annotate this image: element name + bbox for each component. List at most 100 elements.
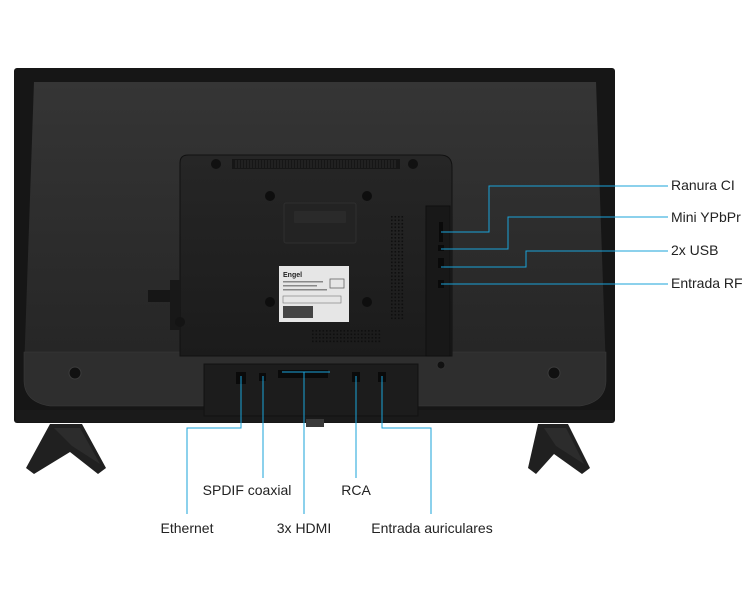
- vent-screw-left: [211, 159, 221, 169]
- sticker-text-line: [283, 289, 327, 291]
- vent-dot: [394, 223, 397, 225]
- label-3x-hdmi: 3x HDMI: [276, 520, 332, 536]
- vent-dot: [391, 314, 393, 316]
- vent-dot: [398, 265, 400, 267]
- callout-line-auriculares: [381, 376, 432, 514]
- top-vent-grille: [232, 159, 400, 169]
- left-bracket-screw: [175, 317, 185, 327]
- vent-dot: [361, 330, 363, 332]
- vent-dot: [398, 303, 400, 306]
- vent-dot: [371, 330, 374, 332]
- vent-dot: [391, 244, 393, 246]
- vent-dot: [394, 279, 397, 281]
- label-entrada-auriculares: Entrada auriculares: [371, 520, 493, 536]
- label-spdif-coaxial: SPDIF coaxial: [202, 482, 292, 498]
- vent-dot: [398, 258, 400, 260]
- vent-dot: [398, 289, 400, 292]
- vent-dot: [391, 258, 393, 260]
- vent-dot: [350, 330, 353, 332]
- vent-dot: [391, 254, 393, 257]
- label-ranura-ci: Ranura CI: [671, 177, 735, 193]
- vent-dot: [398, 293, 400, 295]
- vent-dot: [371, 337, 374, 339]
- vent-dot: [364, 337, 367, 339]
- vent-dot: [375, 337, 377, 339]
- vent-dot: [333, 330, 335, 332]
- vent-dot: [391, 261, 393, 264]
- vent-dot: [364, 333, 367, 336]
- sticker-brand: Engel: [283, 272, 302, 279]
- left-stand: [26, 424, 106, 474]
- vent-dot: [398, 268, 400, 271]
- vent-dot: [401, 247, 404, 250]
- callout-line-ranura-ci: [441, 185, 668, 233]
- vent-dot: [398, 237, 400, 239]
- vesa-screw: [362, 191, 372, 201]
- vesa-screw: [265, 191, 275, 201]
- vent-dot: [394, 265, 397, 267]
- vent-dot: [319, 330, 321, 332]
- vent-dot: [398, 233, 400, 236]
- vent-dot: [315, 337, 318, 339]
- vent-dot: [319, 337, 321, 339]
- vent-dot: [391, 296, 393, 299]
- vent-dot: [364, 340, 367, 343]
- vent-dot: [394, 268, 397, 271]
- vent-dot: [391, 310, 393, 313]
- vent-dot: [398, 219, 400, 222]
- vent-dot: [398, 282, 400, 285]
- sticker-barcode: [283, 306, 313, 318]
- vent-dot: [401, 272, 404, 274]
- vent-dot: [391, 282, 393, 285]
- vent-dot: [391, 216, 393, 218]
- vent-dot: [347, 340, 349, 343]
- vent-dot: [378, 337, 381, 339]
- side-connector-strip: [425, 205, 451, 357]
- vent-dot: [398, 314, 400, 316]
- vent-dot: [391, 300, 393, 302]
- vent-dot: [394, 282, 397, 285]
- callout-line-usb: [441, 250, 668, 268]
- vent-dot: [401, 303, 404, 306]
- vent-dot: [391, 275, 393, 278]
- vent-dot: [401, 219, 404, 222]
- vent-dot: [336, 333, 339, 336]
- vent-dot: [398, 223, 400, 225]
- vent-dot: [336, 337, 339, 339]
- vent-dot: [312, 330, 314, 332]
- vent-dot: [350, 340, 353, 343]
- vent-dot: [398, 244, 400, 246]
- vent-dot: [375, 333, 377, 336]
- vent-dot: [394, 272, 397, 274]
- vent-dot: [398, 310, 400, 313]
- vent-dot: [394, 258, 397, 260]
- vent-dot: [401, 226, 404, 229]
- vent-dot: [333, 337, 335, 339]
- vent-dot: [378, 330, 381, 332]
- vent-dot: [394, 286, 397, 288]
- hdmi-ports: [278, 370, 328, 378]
- vent-dot: [371, 340, 374, 343]
- vent-dot: [398, 286, 400, 288]
- vent-dot: [398, 317, 400, 320]
- vent-dot: [312, 333, 314, 336]
- side-vent-dots: [391, 216, 404, 320]
- vent-dot: [401, 237, 404, 239]
- vent-dot: [398, 272, 400, 274]
- vent-dot: [398, 307, 400, 309]
- vent-dot: [394, 310, 397, 313]
- vent-dot: [394, 296, 397, 299]
- embossed-plate-inset: [294, 211, 346, 223]
- sticker-text-line: [283, 285, 317, 287]
- vent-dot: [401, 216, 404, 218]
- vent-dot: [326, 333, 328, 336]
- vent-dot: [398, 300, 400, 302]
- vent-dot: [391, 237, 393, 239]
- vent-dot: [401, 300, 404, 302]
- vent-dot: [375, 330, 377, 332]
- mounting-panel: [179, 154, 453, 357]
- vent-dot: [391, 307, 393, 309]
- ypbpr-port: [438, 245, 444, 251]
- vent-dot: [312, 337, 314, 339]
